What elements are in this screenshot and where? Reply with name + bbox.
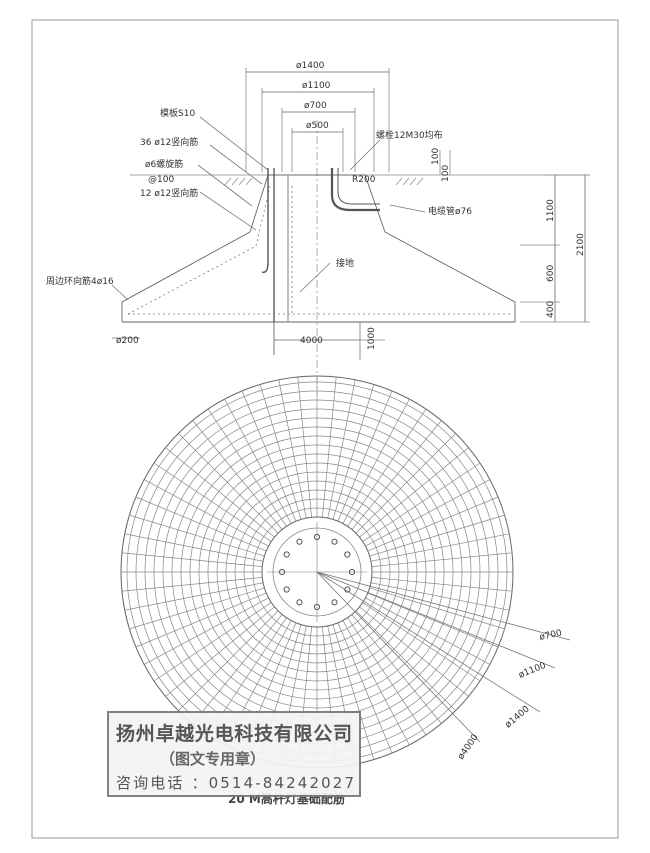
label-r200: R200 <box>352 175 376 185</box>
plan-radial-bar <box>359 606 469 697</box>
plan-anchor-bolt <box>296 538 303 545</box>
plan-radial-bar <box>224 398 292 524</box>
plan-radial-bar <box>124 582 264 611</box>
plan-labels: ø700 ø1100 ø1400 ø4000 <box>456 628 563 761</box>
stamp-company: 扬州卓越光电科技有限公司 <box>116 722 352 745</box>
plan-radial-bar <box>337 622 393 754</box>
plan-radial-bar <box>342 620 410 746</box>
label-vertical-bars-12: 12 ø12竖向筋 <box>140 187 198 199</box>
plan-radial-bar <box>365 479 491 547</box>
label-vertical-bars-36: 36 ø12竖向筋 <box>140 136 198 148</box>
plan-radial-bar <box>129 587 265 630</box>
plan-anchor-bolt <box>296 599 303 606</box>
plan-radial-bar <box>143 597 269 665</box>
plan-radial-bar <box>365 597 491 665</box>
plan-radial-bar <box>121 552 263 567</box>
section-view <box>111 68 590 395</box>
plan-anchor-bolt <box>331 538 338 545</box>
plan-radial-bar <box>327 379 356 519</box>
plan-radial-bar <box>153 602 272 682</box>
dim-1400: ø1400 <box>296 61 325 71</box>
plan-anchor-bolt <box>283 551 290 558</box>
plan-leaders <box>316 571 571 743</box>
dim-700: ø700 <box>304 101 327 111</box>
plan-radial-bar <box>278 379 307 519</box>
sheet-border <box>31 19 619 839</box>
label-grounding: 接地 <box>336 257 354 269</box>
plan-radial-bar <box>359 447 469 538</box>
foundation-outline <box>121 174 516 323</box>
plan-radial-bar <box>178 610 279 711</box>
plan-radial-bar <box>355 433 456 534</box>
dim-4000: 4000 <box>300 336 323 346</box>
plan-radial-bar <box>342 398 410 524</box>
plan-radial-bar <box>322 376 337 518</box>
dim-100b: 100 <box>441 165 451 182</box>
label-cable-pipe: 电缆管ø76 <box>428 205 472 217</box>
plan-radial-bar <box>124 533 264 562</box>
label-formwork: 模板S10 <box>160 107 195 119</box>
plan-label-700: ø700 <box>539 628 564 643</box>
plan-radial-bar <box>351 420 442 530</box>
stamp-phone: 咨询电话 ：0514-84242027 <box>116 774 354 792</box>
plan-radial-bar <box>121 577 263 592</box>
plan-radial-bar <box>370 582 510 611</box>
plan-radial-bar <box>355 610 456 711</box>
dim-1100-height: 1100 <box>546 199 556 222</box>
plan-label-1100: ø1100 <box>517 661 547 681</box>
plan-radial-bar <box>135 592 267 648</box>
plan-radial-bar <box>367 496 499 552</box>
plan-radial-bar <box>362 602 481 682</box>
label-ring-bars: 周边环向筋4ø16 <box>46 275 114 287</box>
plan-radial-bar <box>135 496 267 552</box>
plan-label-1400: ø1400 <box>504 704 532 730</box>
company-stamp: 扬州卓越光电科技有限公司 （图文专用章） 咨询电话 ：0514-84242027 <box>107 711 361 797</box>
plan-radial-bar <box>259 384 302 520</box>
dim-400: 400 <box>546 301 556 318</box>
plan-radial-bar <box>351 614 442 724</box>
plan-radial-bar <box>369 514 505 557</box>
plan-radial-bar <box>370 533 510 562</box>
dim-2100: 2100 <box>576 233 586 256</box>
plan-radial-bar <box>297 376 312 518</box>
dim-100a: 100 <box>431 148 441 165</box>
plan-label-4000: ø4000 <box>456 732 481 761</box>
dim-200: ø200 <box>116 336 139 346</box>
plan-radial-bar <box>371 577 513 592</box>
plan-radial-bar <box>362 462 481 542</box>
dim-1100: ø1100 <box>302 81 331 91</box>
plan-anchor-bolt <box>344 551 351 558</box>
label-anchor-bolts: 螺栓12M30均布 <box>376 129 443 141</box>
plan-radial-bar <box>367 592 499 648</box>
plan-radial-bar <box>178 433 279 534</box>
label-spiral: ø6螺旋筋 <box>145 158 183 170</box>
plan-radial-bar <box>347 408 427 527</box>
plan-radial-bar <box>337 390 393 522</box>
plan-radial-bar <box>153 462 272 542</box>
stamp-purpose: （图文专用章） <box>160 750 265 768</box>
plan-radial-bar <box>129 514 265 557</box>
plan-radial-bar <box>371 552 513 567</box>
plan-radial-bar <box>192 614 283 724</box>
plan-radial-bar <box>347 617 427 736</box>
plan-anchor-bolt <box>283 586 290 593</box>
plan-radial-bar <box>369 587 505 630</box>
section-labels: ø1400 ø1100 ø700 ø500 模板S10 36 ø12竖向筋 ø6… <box>46 61 586 350</box>
plan-anchor-bolt <box>331 599 338 606</box>
dim-500: ø500 <box>306 121 329 131</box>
dim-600: 600 <box>546 265 556 282</box>
plan-radial-bar <box>192 420 283 530</box>
label-spiral-pitch: @100 <box>148 175 174 185</box>
plan-radial-bar <box>165 447 275 538</box>
plan-radial-bar <box>165 606 275 697</box>
plan-radial-bar <box>332 384 375 520</box>
plan-radial-bar <box>207 408 287 527</box>
dim-1000: 1000 <box>367 327 377 350</box>
plan-radial-bar <box>143 479 269 547</box>
plan-radial-bar <box>332 624 375 760</box>
plan-radial-bar <box>241 390 297 522</box>
